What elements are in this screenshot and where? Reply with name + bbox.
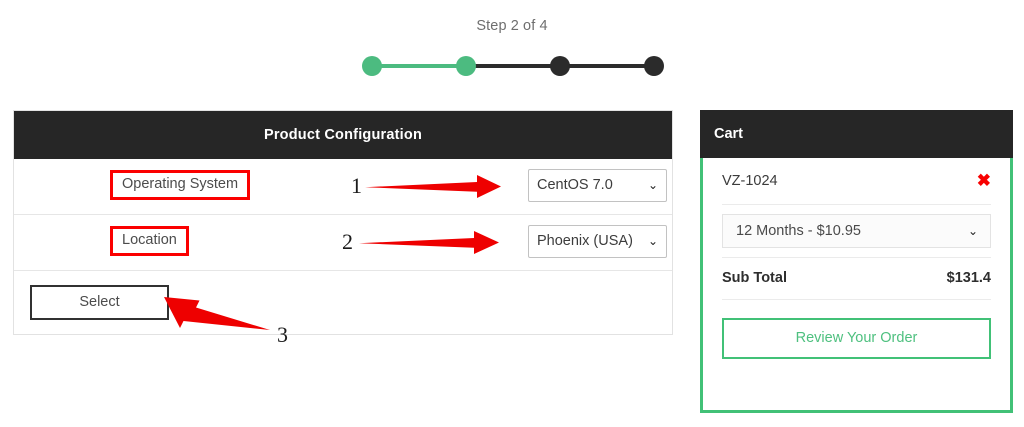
cart-item: VZ-1024 ✖ — [722, 158, 991, 205]
config-row-actions: Select — [14, 271, 672, 334]
step-label: Step 2 of 4 — [476, 18, 548, 34]
review-your-order-button[interactable]: Review Your Order — [722, 318, 991, 359]
cart-title: Cart — [700, 110, 1013, 158]
step-progress-track — [362, 52, 664, 80]
cart-term-select[interactable]: 12 Months - $10.95 ⌄ — [722, 214, 991, 248]
annotation-number-3: 3 — [277, 322, 288, 347]
step-segment-1 — [372, 64, 466, 68]
step-segment-2 — [466, 64, 560, 68]
step-segment-3 — [560, 64, 654, 68]
chevron-down-icon: ⌄ — [647, 178, 658, 192]
location-value: Phoenix (USA) — [537, 233, 633, 249]
field-label-operating-system: Operating System — [110, 170, 251, 200]
cart-item-name: VZ-1024 — [722, 173, 778, 189]
panel-title: Product Configuration — [14, 111, 672, 159]
cart-body: VZ-1024 ✖ 12 Months - $10.95 ⌄ Sub Total… — [700, 158, 1013, 413]
product-configuration-panel: Product Configuration Operating System C… — [13, 110, 673, 335]
chevron-down-icon: ⌄ — [647, 234, 658, 248]
step-dot-2[interactable] — [456, 56, 476, 76]
operating-system-value: CentOS 7.0 — [537, 177, 613, 193]
config-row-location: Location Phoenix (USA) ⌄ — [14, 215, 672, 271]
cart-subtotal-label: Sub Total — [722, 270, 787, 286]
select-button[interactable]: Select — [30, 285, 169, 320]
operating-system-select[interactable]: CentOS 7.0 ⌄ — [528, 169, 667, 202]
cart-term-value: 12 Months - $10.95 — [736, 223, 861, 239]
location-select[interactable]: Phoenix (USA) ⌄ — [528, 225, 667, 258]
field-label-location: Location — [110, 226, 189, 256]
annotation-number-1: 1 — [351, 173, 362, 198]
config-row-operating-system: Operating System CentOS 7.0 ⌄ — [14, 159, 672, 215]
annotation-number-2: 2 — [342, 229, 353, 254]
cart-subtotal-row: Sub Total $131.4 — [722, 258, 991, 300]
chevron-down-icon: ⌄ — [967, 224, 978, 238]
step-dot-4[interactable] — [644, 56, 664, 76]
cart-subtotal-value: $131.4 — [946, 270, 991, 286]
remove-item-icon[interactable]: ✖ — [976, 171, 991, 190]
step-dot-1[interactable] — [362, 56, 382, 76]
step-dot-3[interactable] — [550, 56, 570, 76]
cart-panel: Cart VZ-1024 ✖ 12 Months - $10.95 ⌄ Sub … — [700, 110, 1013, 413]
cart-term-wrapper: 12 Months - $10.95 ⌄ — [722, 205, 991, 258]
wizard-step-indicator: Step 2 of 4 — [0, 0, 1024, 95]
